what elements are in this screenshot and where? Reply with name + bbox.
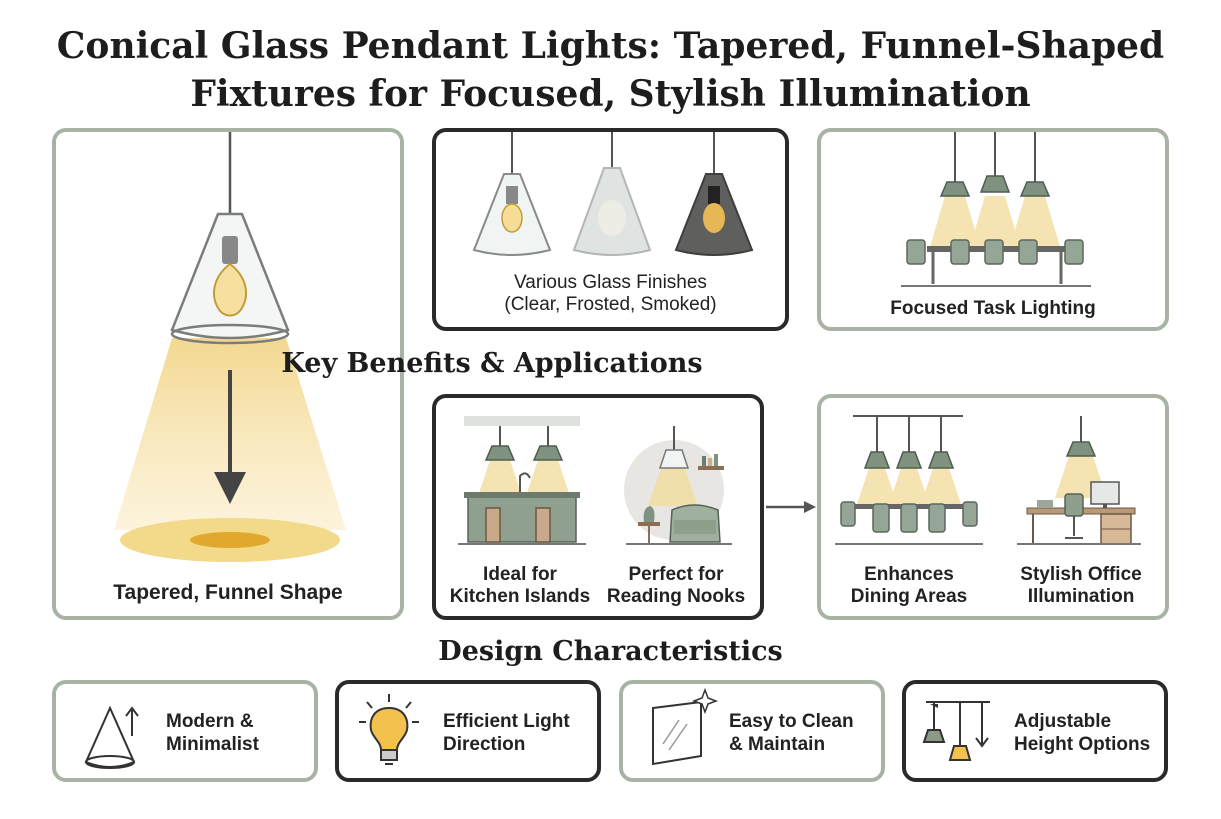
dining-office-illustration xyxy=(835,415,1141,545)
feature-card-adjustable: Adjustable Height Options xyxy=(902,680,1168,782)
feature-adjustable-line-2: Height Options xyxy=(1014,734,1151,755)
kitchen-island xyxy=(467,495,577,543)
office-caption: Stylish Office Illumination xyxy=(997,564,1165,608)
benefits-heading: Key Benefits & Applications xyxy=(281,348,703,379)
arrow-down-icon xyxy=(214,472,246,504)
office-caption-line-2: Illumination xyxy=(1027,586,1135,607)
feature-clean-line-2: & Maintain xyxy=(729,734,826,755)
office-caption-line-1: Stylish Office xyxy=(1020,564,1142,585)
hero-caption: Tapered, Funnel Shape xyxy=(113,581,343,604)
task-caption: Focused Task Lighting xyxy=(890,298,1096,319)
feature-label-modern: Modern & Minimalist xyxy=(166,710,259,756)
task-lighting-panel: Focused Task Lighting xyxy=(817,128,1169,331)
design-heading: Design Characteristics xyxy=(438,636,783,667)
reading-caption-line-1: Perfect for xyxy=(628,564,724,585)
feature-label-adjustable: Adjustable Height Options xyxy=(1014,710,1150,756)
feature-label-clean: Easy to Clean & Maintain xyxy=(729,710,854,756)
reading-caption-line-2: Reading Nooks xyxy=(606,586,746,607)
dining-caption-line-1: Enhances xyxy=(864,564,954,585)
kitchen-caption-line-1: Ideal for xyxy=(483,564,557,585)
feature-efficient-line-1: Efficient Light xyxy=(443,711,570,732)
kitchen-reading-panel: Ideal for Kitchen Islands Perfect for Re… xyxy=(432,394,764,620)
adjustable-pendants-icon xyxy=(922,701,990,761)
feature-modern-line-2: Minimalist xyxy=(166,734,259,755)
feature-adjustable-line-1: Adjustable xyxy=(1014,711,1112,732)
feature-clean-line-1: Easy to Clean xyxy=(729,711,854,732)
light-bulb-icon xyxy=(359,694,419,765)
kitchen-reading-illustration xyxy=(458,416,732,545)
kitchen-caption: Ideal for Kitchen Islands xyxy=(442,564,598,608)
dining-caption: Enhances Dining Areas xyxy=(831,564,987,608)
feature-card-efficient: Efficient Light Direction xyxy=(335,680,601,782)
finishes-caption: Various Glass Finishes (Clear, Frosted, … xyxy=(436,272,785,316)
feature-card-modern: Modern & Minimalist xyxy=(52,680,318,782)
cone-icon xyxy=(84,705,139,769)
dining-table-pendants-illustration xyxy=(901,132,1091,287)
kitchen-caption-line-2: Kitchen Islands xyxy=(449,586,591,607)
dining-office-panel: Enhances Dining Areas Stylish Office Ill… xyxy=(817,394,1169,620)
hero-panel: Tapered, Funnel Shape xyxy=(52,128,404,620)
finishes-caption-line-1: Various Glass Finishes xyxy=(514,272,707,293)
conical-pendant-illustration xyxy=(114,132,346,562)
page-title: Conical Glass Pendant Lights: Tapered, F… xyxy=(0,22,1221,118)
glass-finishes-illustration xyxy=(472,132,754,256)
reading-caption: Perfect for Reading Nooks xyxy=(598,564,754,608)
title-line-2: Fixtures for Focused, Stylish Illuminati… xyxy=(190,73,1031,115)
glass-finishes-panel: Various Glass Finishes (Clear, Frosted, … xyxy=(432,128,789,331)
title-line-1: Conical Glass Pendant Lights: Tapered, F… xyxy=(56,25,1165,67)
feature-card-clean: Easy to Clean & Maintain xyxy=(619,680,885,782)
feature-label-efficient: Efficient Light Direction xyxy=(443,710,570,756)
feature-efficient-line-2: Direction xyxy=(443,734,526,755)
monitor-icon xyxy=(1090,481,1120,505)
finishes-caption-line-2: (Clear, Frosted, Smoked) xyxy=(504,294,717,315)
dining-caption-line-2: Dining Areas xyxy=(850,586,968,607)
feature-modern-line-1: Modern & xyxy=(166,711,254,732)
glass-sparkle-icon xyxy=(652,687,719,766)
